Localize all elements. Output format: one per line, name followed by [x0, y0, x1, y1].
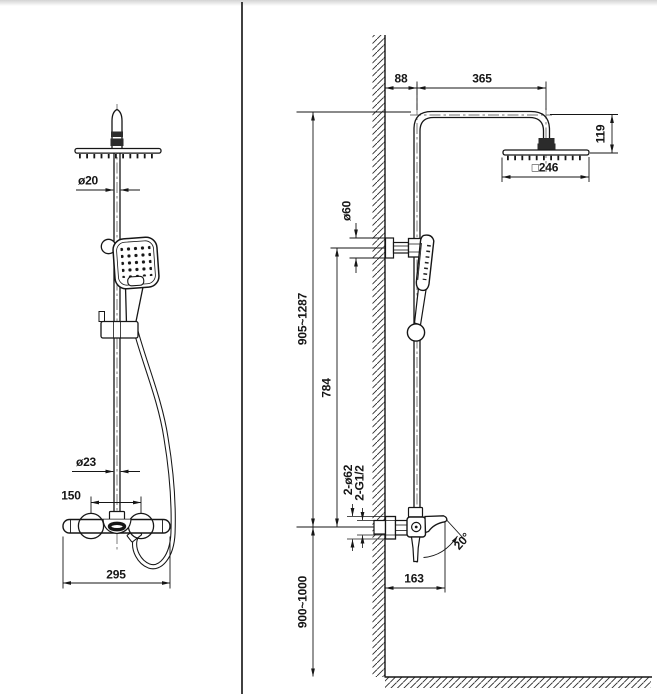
dim-wall-to-riser: 88 — [385, 72, 417, 90]
dim-head-size: □246 — [501, 157, 590, 182]
front-hand-shower-button — [127, 275, 145, 287]
dim-label-wall-to-riser: 88 — [395, 72, 408, 86]
dim-label-riser-height-range: 905~1287 — [296, 292, 310, 345]
front-slider-bracket — [98, 311, 139, 339]
dim-label-flange-to-valve: 784 — [320, 378, 334, 398]
dim-label-pipe-diameter: ø20 — [78, 174, 99, 188]
wall — [372, 35, 386, 677]
floor — [384, 676, 652, 688]
dim-flange-to-valve: 784 — [320, 248, 339, 527]
dim-front-body-width: 295 — [62, 536, 171, 589]
front-spray-face-dots — [120, 244, 153, 278]
dim-head-drop: 119 — [550, 114, 618, 154]
dim-label-body-width: 295 — [106, 568, 126, 582]
dim-label-flange-diameter: ø60 — [340, 200, 354, 221]
front-hand-shower-handle — [124, 286, 144, 325]
front-diverter-badge — [107, 521, 127, 532]
dim-slider-flange-diameter: ø60 — [340, 200, 387, 273]
dim-front-inlet-spacing: 150 — [61, 489, 142, 513]
side-view: 20° 88 365 119 □246 — [296, 35, 652, 688]
dim-riser-height-range: 905~1287 — [296, 112, 315, 527]
dim-label-hose-diameter: ø23 — [76, 455, 97, 469]
handle-swing-annotation: 20° — [423, 519, 473, 593]
dim-valve-reach: 163 — [385, 572, 445, 590]
top-edge-shade — [0, 0, 657, 6]
front-hand-shower-head — [112, 236, 160, 290]
dim-label-escutcheon-diameter: 2-ø62 — [341, 464, 355, 495]
dim-label-handle-angle: 20° — [451, 530, 473, 553]
side-hand-shower-handle — [413, 287, 427, 326]
side-overhead-shower — [502, 138, 590, 161]
side-spout — [424, 515, 448, 534]
dim-label-inlet-spacing: 150 — [61, 489, 81, 503]
dim-label-head-drop: 119 — [594, 124, 608, 143]
dim-front-hose-diameter: ø23 — [72, 455, 140, 474]
dim-escutcheon-diameter: 2-ø62 — [341, 464, 386, 551]
dim-front-pipe-diameter: ø20 — [76, 174, 140, 192]
front-view: ø20 ø23 — [61, 104, 176, 589]
dim-label-head-size: □246 — [532, 161, 559, 175]
front-left-valve — [77, 512, 105, 540]
dim-arm-reach: 365 — [416, 72, 547, 110]
side-hand-shower — [406, 234, 435, 342]
dim-valve-install-height: 900~1000 — [296, 527, 315, 677]
side-hose-ball — [406, 323, 426, 342]
dim-label-valve-install-height: 900~1000 — [296, 575, 310, 628]
side-spray-face-ribs — [422, 244, 431, 281]
dim-label-arm-reach: 365 — [472, 72, 492, 86]
side-riser-pipe — [413, 110, 551, 513]
swing-arc-arrow — [451, 536, 458, 544]
dim-label-connection-thread: 2-G1/2 — [353, 465, 367, 501]
dim-label-valve-reach: 163 — [404, 572, 424, 586]
front-mixer-valve — [62, 510, 171, 540]
front-overhead-shower — [74, 147, 162, 159]
dim-connection-thread: 2-G1/2 — [353, 465, 397, 548]
side-lever-handle — [410, 536, 421, 563]
